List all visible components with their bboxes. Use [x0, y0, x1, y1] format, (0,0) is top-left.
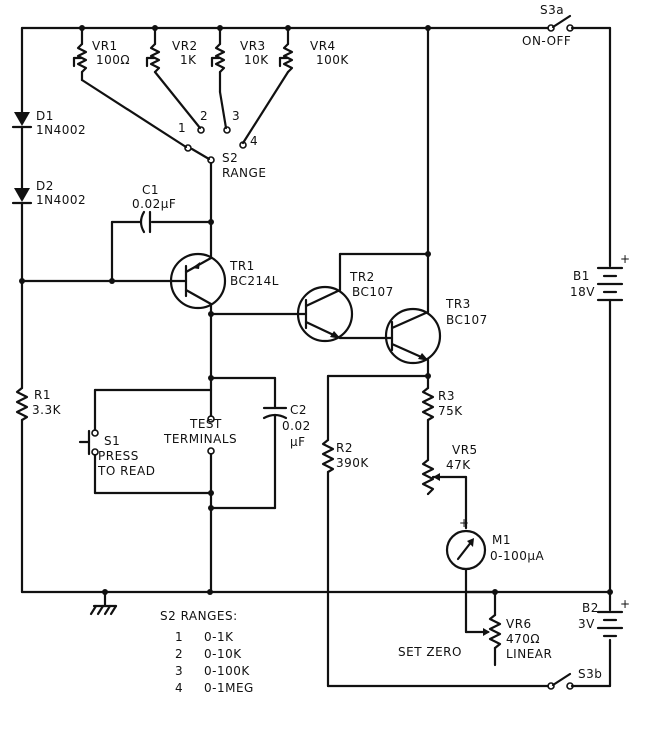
s1-push-switch	[78, 429, 99, 456]
s3a-switch	[547, 14, 574, 32]
tr1-label: TR1	[229, 259, 255, 273]
test-terminal-network	[93, 374, 288, 594]
vr5-value: 47K	[446, 458, 471, 472]
r2-label: R2	[336, 441, 353, 455]
vr3-value: 10K	[244, 53, 269, 67]
tr1-value: BC214L	[230, 274, 279, 288]
ranges-table-title: S2 RANGES:	[160, 609, 238, 623]
d1-label: D1	[36, 109, 54, 123]
test-label: TEST	[189, 417, 222, 431]
left-rail	[19, 26, 25, 594]
vr1-label: VR1	[92, 39, 118, 53]
s2-range-label: RANGE	[222, 166, 266, 180]
s3b-label: S3b	[578, 667, 602, 681]
b1-battery	[596, 266, 624, 302]
range-row-4-value: 0-1MEG	[204, 681, 254, 695]
b2-value: 3V	[578, 617, 595, 631]
c2-unit: μF	[290, 435, 306, 449]
b2-label: B2	[582, 601, 599, 615]
vr6-linear-label: LINEAR	[506, 647, 552, 661]
s2-pos-2: 2	[200, 109, 208, 123]
r2-value: 390K	[336, 456, 369, 470]
s2-pos-4: 4	[250, 134, 258, 148]
b1-label: B1	[573, 269, 590, 283]
r2-resistor	[321, 374, 550, 688]
tr2-transistor	[209, 251, 431, 343]
r1-value: 3.3K	[32, 403, 62, 417]
tr2-label: TR2	[349, 270, 375, 284]
s3b-switch	[547, 672, 612, 690]
s2-rotary-switch	[184, 126, 247, 225]
s2-pos-3: 3	[232, 109, 240, 123]
c2-label: C2	[290, 403, 307, 417]
vr6-label: VR6	[506, 617, 532, 631]
c1-label: C1	[142, 183, 159, 197]
vr2-label: VR2	[172, 39, 198, 53]
r3-resistor	[421, 386, 435, 462]
vr5-potentiometer	[421, 458, 468, 530]
set-zero-label: SET ZERO	[398, 645, 462, 659]
b2-plus: +	[620, 597, 631, 611]
s3a-label: S3a	[540, 3, 564, 17]
tr1-transistor	[20, 220, 227, 378]
s1-press-label: PRESS	[98, 449, 139, 463]
terminals-label: TERMINALS	[163, 432, 237, 446]
tr3-label: TR3	[445, 297, 471, 311]
r3-value: 75K	[438, 404, 463, 418]
r1-label: R1	[34, 388, 51, 402]
range-row-1-num: 1	[175, 630, 183, 644]
b2-battery	[596, 610, 624, 638]
r1-resistor	[15, 386, 29, 422]
c2-value: 0.02	[282, 419, 311, 433]
range-row-3-num: 3	[175, 664, 183, 678]
c1-capacitor	[109, 210, 213, 284]
right-rail	[607, 26, 613, 688]
range-row-2-num: 2	[175, 647, 183, 661]
s1-label: S1	[104, 434, 120, 448]
on-off-label: ON-OFF	[522, 34, 571, 48]
vr6-potentiometer	[464, 590, 502, 667]
vr-bank	[72, 26, 294, 149]
tr3-transistor	[384, 26, 442, 390]
range-row-1-value: 0-1K	[204, 630, 234, 644]
tr2-value: BC107	[352, 285, 394, 299]
s2-label: S2	[222, 151, 238, 165]
m1-meter	[445, 529, 497, 594]
c1-value: 0.02μF	[132, 197, 176, 211]
m1-value: 0-100μA	[490, 549, 545, 563]
r3-label: R3	[438, 389, 455, 403]
range-row-2-value: 0-10K	[204, 647, 242, 661]
s1-to-read-label: TO READ	[97, 464, 155, 478]
bottom-rail	[20, 589, 612, 616]
b1-plus: +	[620, 252, 631, 266]
vr3-label: VR3	[240, 39, 266, 53]
d1-value: 1N4002	[36, 123, 86, 137]
d1-diode	[11, 112, 33, 129]
top-rail	[20, 25, 612, 31]
vr4-label: VR4	[310, 39, 336, 53]
s2-ranges-table: S2 RANGES: 1 0-1K 2 0-10K 3 0-100K 4 0-1…	[160, 609, 254, 695]
tr3-value: BC107	[446, 313, 488, 327]
m1-plus: +	[459, 516, 470, 530]
vr2-value: 1K	[180, 53, 197, 67]
b1-value: 18V	[570, 285, 595, 299]
vr1-value: 100Ω	[96, 53, 130, 67]
d2-value: 1N4002	[36, 193, 86, 207]
m1-label: M1	[492, 533, 511, 547]
vr5-label: VR5	[452, 443, 478, 457]
d2-diode	[11, 188, 33, 205]
range-row-3-value: 0-100K	[204, 664, 250, 678]
vr4-value: 100K	[316, 53, 349, 67]
s2-pos-1: 1	[178, 121, 186, 135]
d2-label: D2	[36, 179, 54, 193]
range-row-4-num: 4	[175, 681, 183, 695]
vr6-value: 470Ω	[506, 632, 540, 646]
